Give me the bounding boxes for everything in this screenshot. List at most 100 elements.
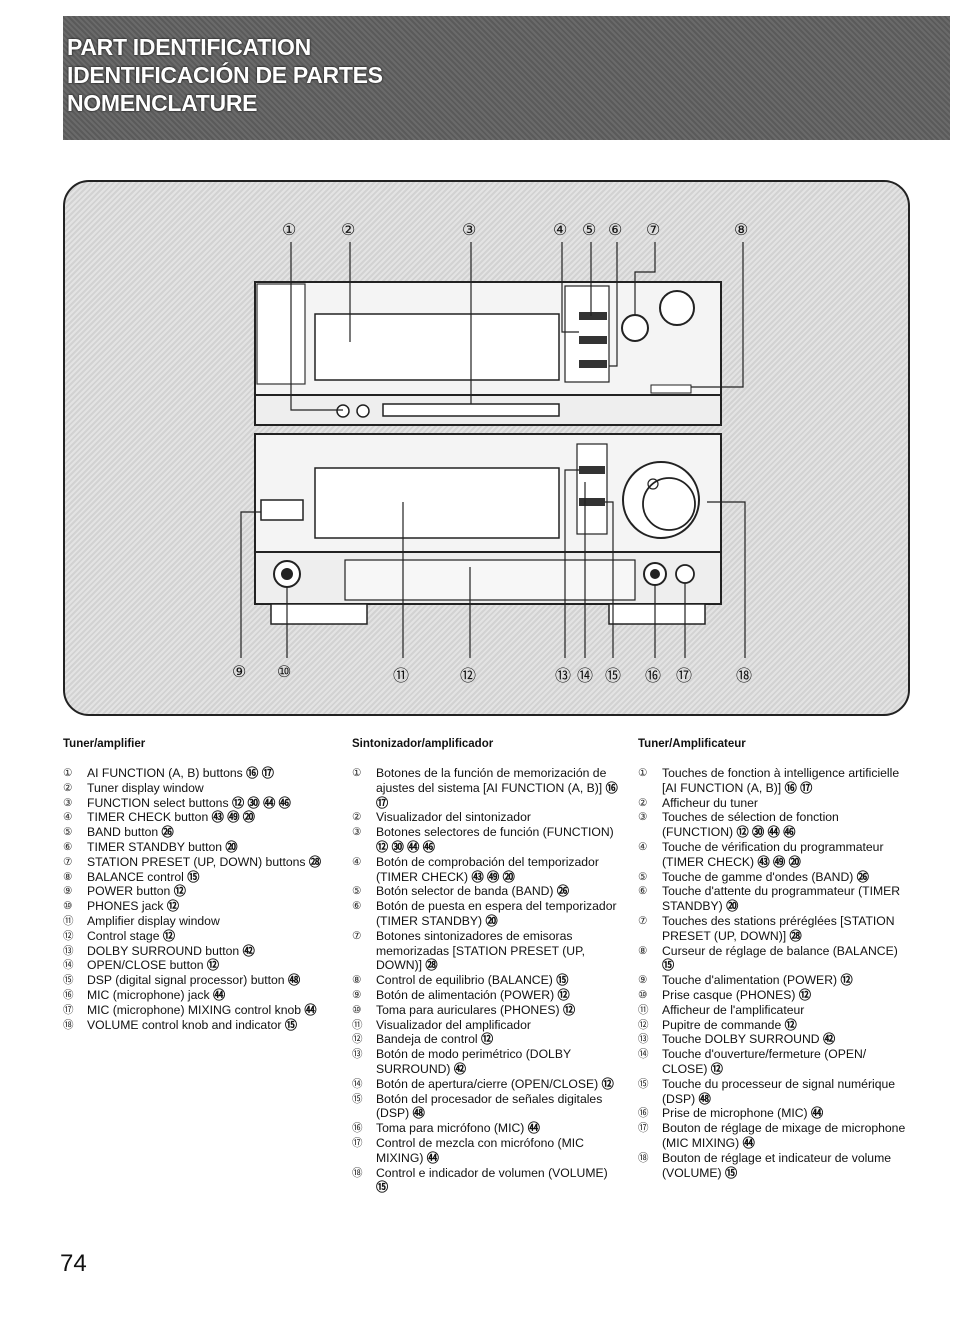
column-title-spanish: Sintonizador/amplificador [352,738,494,750]
item-page-refs: ⑳ [485,913,498,928]
station-preset-down-knob [621,314,649,342]
item-page-refs: ⑯ ⑰ [784,780,813,795]
header-line-spanish: IDENTIFICACIÓN DE PARTES [67,62,383,88]
item-text: TIMER CHECK button [87,810,209,825]
item-number: ⑮ [63,974,74,987]
item-page-refs: ㊷ [453,1061,467,1076]
item-number: ⑩ [352,1003,362,1016]
item-text: Visualizador del sintonizador [376,810,531,825]
right-foot [608,603,706,625]
item-number: ⑭ [63,959,74,972]
item-number: ⑯ [352,1122,363,1135]
item-text: Control de equilibrio (BALANCE) [376,973,553,988]
item-number: ③ [352,826,362,839]
item-page-refs: ⑮ [724,1165,738,1180]
station-preset-up-knob [659,290,695,326]
item-number: ② [352,811,362,824]
item-page-refs: ㊽ [412,1106,425,1121]
item-page-refs: ㉘ [308,854,322,869]
item-page-refs: ⑫ [173,884,186,899]
item-number: ⑨ [638,974,648,987]
item-page-refs: ⑫ [481,1032,494,1047]
item-text: TIMER STANDBY button [87,839,223,854]
item-page-refs: ⑫ [601,1076,614,1091]
list-item: ② Visualizador del sintonizador [352,810,618,825]
item-page-refs: ⑫ [166,899,180,914]
tuner-display-window [314,313,560,381]
item-text: Touche du processeur de signal numérique… [662,1076,896,1106]
mic-mixing-control-knob [675,564,695,584]
device-illustration: ① ② ③ ④ ⑤ ⑥ ⑦ ⑧ ⑨ ⑩ ⑪ ⑫ ⑬ ⑭ ⑮ ⑯ ⑰ ⑱ [63,180,910,716]
function-select-button-2 [356,404,370,418]
item-number: ⑬ [352,1048,363,1061]
callout-12: ⑫ [460,668,477,685]
item-text: Touche de vérification du programmateur … [662,839,884,869]
item-number: ② [638,796,648,809]
callout-1: ① [282,222,297,239]
item-page-refs: ㊹ [742,1135,755,1150]
item-text: Afficheur de l'amplificateur [662,1002,805,1017]
section-header-banner: PART IDENTIFICATION IDENTIFICACIÓN DE PA… [63,16,950,140]
function-select-button-1 [336,404,350,418]
dolby-surround-button [579,466,605,474]
item-text: Toma para auriculares (PHONES) [376,1002,560,1017]
item-page-refs: ㉘ [789,928,802,943]
item-page-refs: ⑫ ㉚ ㊹ ㊻ [736,825,796,840]
amplifier-display-window [314,467,560,539]
item-text: BAND button [87,825,159,840]
item-text: MIC (microphone) MIXING control knob [87,1002,302,1017]
item-text: BALANCE control [87,869,184,884]
item-text: Botón de comprobación del temporizador (… [376,854,599,884]
item-page-refs: ㉖ [161,825,174,840]
item-text: Touches de sélection de fonction (FUNCTI… [662,810,839,840]
callout-3: ③ [462,222,477,239]
item-page-refs: ㊹ [527,1121,540,1136]
item-number: ④ [63,811,73,824]
item-page-refs: ㉖ [556,884,570,899]
item-number: ⑱ [352,1166,363,1179]
item-number: ⑯ [63,988,74,1001]
left-foot [270,603,368,625]
function-select-button-strip [382,403,560,417]
volume-control-knob [642,477,696,531]
item-number: ⑥ [352,900,362,913]
item-text: Touche d'ouverture/fermeture (OPEN/ CLOS… [662,1047,867,1076]
item-number: ⑥ [638,885,648,898]
item-text: Touche d'attente du programmateur (TIMER… [662,884,901,914]
item-number: ① [352,767,362,779]
callout-6: ⑥ [608,222,623,239]
callout-8: ⑧ [734,222,749,239]
list-item: ⑱ Control e indicador de volumen (VOLUME)… [352,1166,618,1196]
item-number: ⑱ [638,1151,649,1164]
item-page-refs: ㊷ [242,943,255,958]
item-text: Pupitre de commande [662,1017,782,1032]
item-page-refs: ⑫ ㉚ ㊹ ㊻ [231,795,291,810]
item-number: ⑪ [63,914,74,927]
header-line-french: NOMENCLATURE [67,90,258,116]
item-text: Control e indicador de volumen (VOLUME) [376,1165,608,1180]
item-text: Control stage [87,928,160,943]
ai-function-button-a [579,312,607,320]
